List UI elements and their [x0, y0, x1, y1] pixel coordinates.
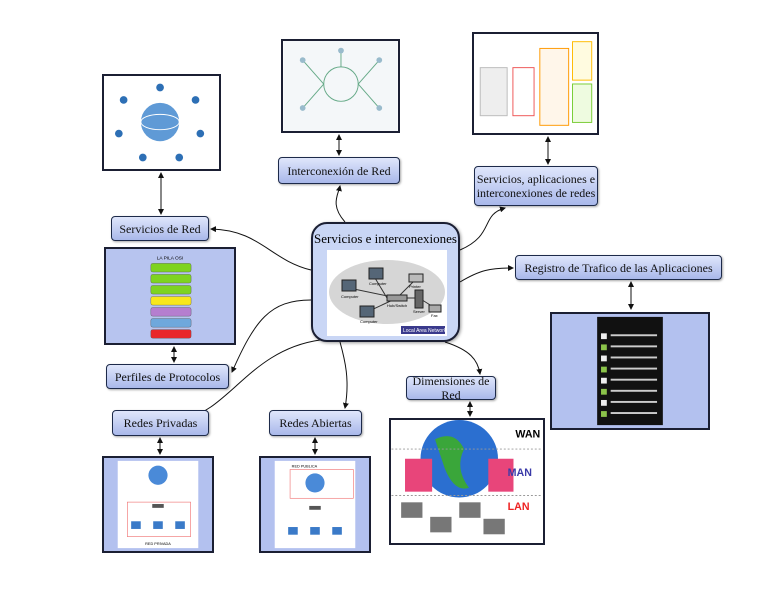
svg-text:Server: Server: [413, 309, 425, 314]
node-redes-abiertas[interactable]: Redes Abiertas: [269, 410, 362, 436]
link-dimensiones: [444, 341, 483, 375]
servicios-red-image: [102, 74, 221, 171]
red-publica-caption: RED PUBLICA: [292, 465, 318, 469]
svg-text:Hub/Switch: Hub/Switch: [387, 303, 407, 308]
app-row-text: [610, 367, 658, 370]
app-row-text: [610, 356, 658, 359]
app-row-icon: [601, 344, 607, 351]
interconexion-image: [281, 39, 400, 133]
node-dimensiones-red[interactable]: Dimensiones de Red: [406, 374, 496, 402]
app-row-icon: [601, 355, 607, 362]
app-row-text: [610, 378, 658, 381]
app-row-icon: [601, 399, 607, 406]
lan-diagram-image: Computer Computer Printer Hub/Switch Ser…: [327, 250, 447, 336]
svg-text:Computer: Computer: [360, 319, 378, 324]
app-row-icon: [601, 377, 607, 384]
link-perfiles: [231, 299, 312, 373]
app-row-text: [610, 412, 658, 414]
app-row-icon: [601, 333, 607, 340]
osi-layer: [150, 329, 192, 339]
red-privada-caption: RED PRIVADA: [145, 542, 171, 546]
redes-abiertas-image: RED PUBLICA: [259, 456, 371, 553]
servicios-aplicaciones-image: [472, 32, 599, 135]
app-row-icon: [601, 388, 607, 395]
central-node[interactable]: Servicios e interconexiones Computer Com…: [311, 222, 460, 342]
node-servicios-de-red[interactable]: Servicios de Red: [111, 216, 209, 241]
app-row-icon: [601, 366, 607, 373]
osi-layer: [150, 318, 192, 328]
svg-text:Printer: Printer: [409, 284, 421, 289]
node-servicios-aplicaciones[interactable]: Servicios, aplicaciones e interconexione…: [474, 166, 598, 206]
osi-stack-image: LA PILA OSI: [104, 247, 236, 345]
svg-text:Fax: Fax: [431, 313, 438, 318]
svg-text:Computer: Computer: [369, 281, 387, 286]
redes-privadas-image: RED PRIVADA: [102, 456, 214, 553]
osi-layer: [150, 285, 192, 295]
app-row-text: [610, 400, 658, 403]
lan-badge: Local Area Network: [403, 328, 447, 334]
node-redes-privadas[interactable]: Redes Privadas: [112, 410, 209, 436]
lan-label: LAN: [508, 501, 530, 513]
osi-layer: [150, 274, 192, 284]
link-redes-abiertas: [339, 341, 349, 409]
registro-trafico-image: [550, 312, 710, 430]
node-interconexion-de-red[interactable]: Interconexión de Red: [278, 157, 400, 184]
link-servicios-red: [210, 226, 312, 271]
app-row-text: [610, 334, 658, 337]
central-node-title: Servicios e interconexiones: [314, 231, 457, 246]
wan-label: WAN: [515, 428, 540, 440]
link-servicios-apps: [459, 206, 506, 251]
osi-layer: [150, 263, 192, 273]
app-row-text: [610, 389, 658, 392]
node-perfiles-protocolos[interactable]: Perfiles de Protocolos: [106, 364, 229, 389]
lan-label: Computer: [341, 294, 359, 299]
man-label: MAN: [508, 467, 532, 479]
osi-title: LA PILA OSI: [157, 256, 184, 262]
app-row-icon: [601, 411, 607, 417]
app-row-text: [610, 345, 658, 348]
link-interconexion: [335, 185, 346, 223]
dimensiones-red-image: WAN MAN LAN: [389, 418, 545, 545]
osi-layer: [150, 307, 192, 317]
node-registro-trafico[interactable]: Registro de Trafico de las Aplicaciones: [515, 255, 722, 280]
link-registro: [459, 265, 514, 283]
osi-layer: [150, 296, 192, 306]
